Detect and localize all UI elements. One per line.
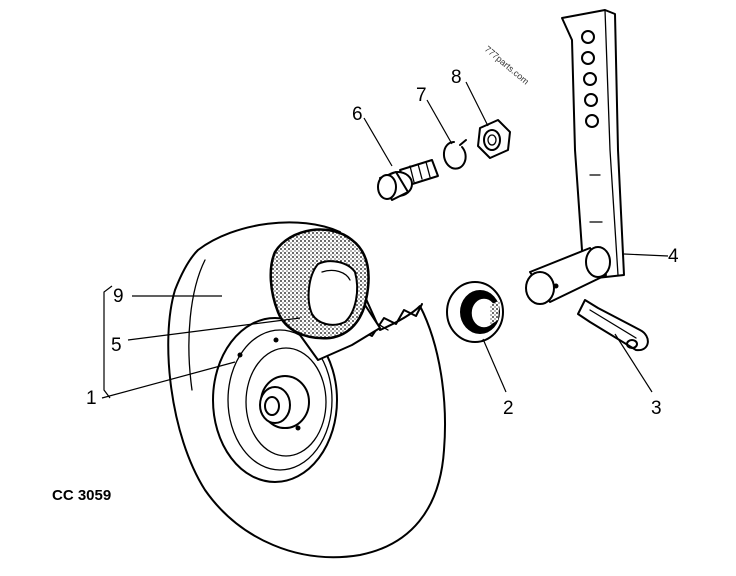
callout-6: 6 <box>352 104 363 125</box>
wheel-assembly <box>167 221 446 559</box>
callout-2: 2 <box>503 398 514 419</box>
wheel-tube <box>269 228 381 361</box>
callout-3: 3 <box>651 398 662 419</box>
callout-8: 8 <box>451 67 462 88</box>
callout-4: 4 <box>668 246 679 267</box>
callout-5: 5 <box>111 335 122 356</box>
wheel-arm <box>525 9 625 305</box>
callout-9: 9 <box>113 286 124 307</box>
callout-1: 1 <box>86 388 97 409</box>
bolt <box>377 159 439 201</box>
watermark: 777parts.com <box>483 44 531 87</box>
drawing-code: CC 3059 <box>52 487 111 504</box>
flat-washer <box>446 281 504 343</box>
cotter-pin <box>577 299 649 352</box>
hex-nut <box>477 119 511 159</box>
lock-washer <box>443 139 467 170</box>
leader-lines <box>101 81 669 399</box>
callout-7: 7 <box>416 85 427 106</box>
